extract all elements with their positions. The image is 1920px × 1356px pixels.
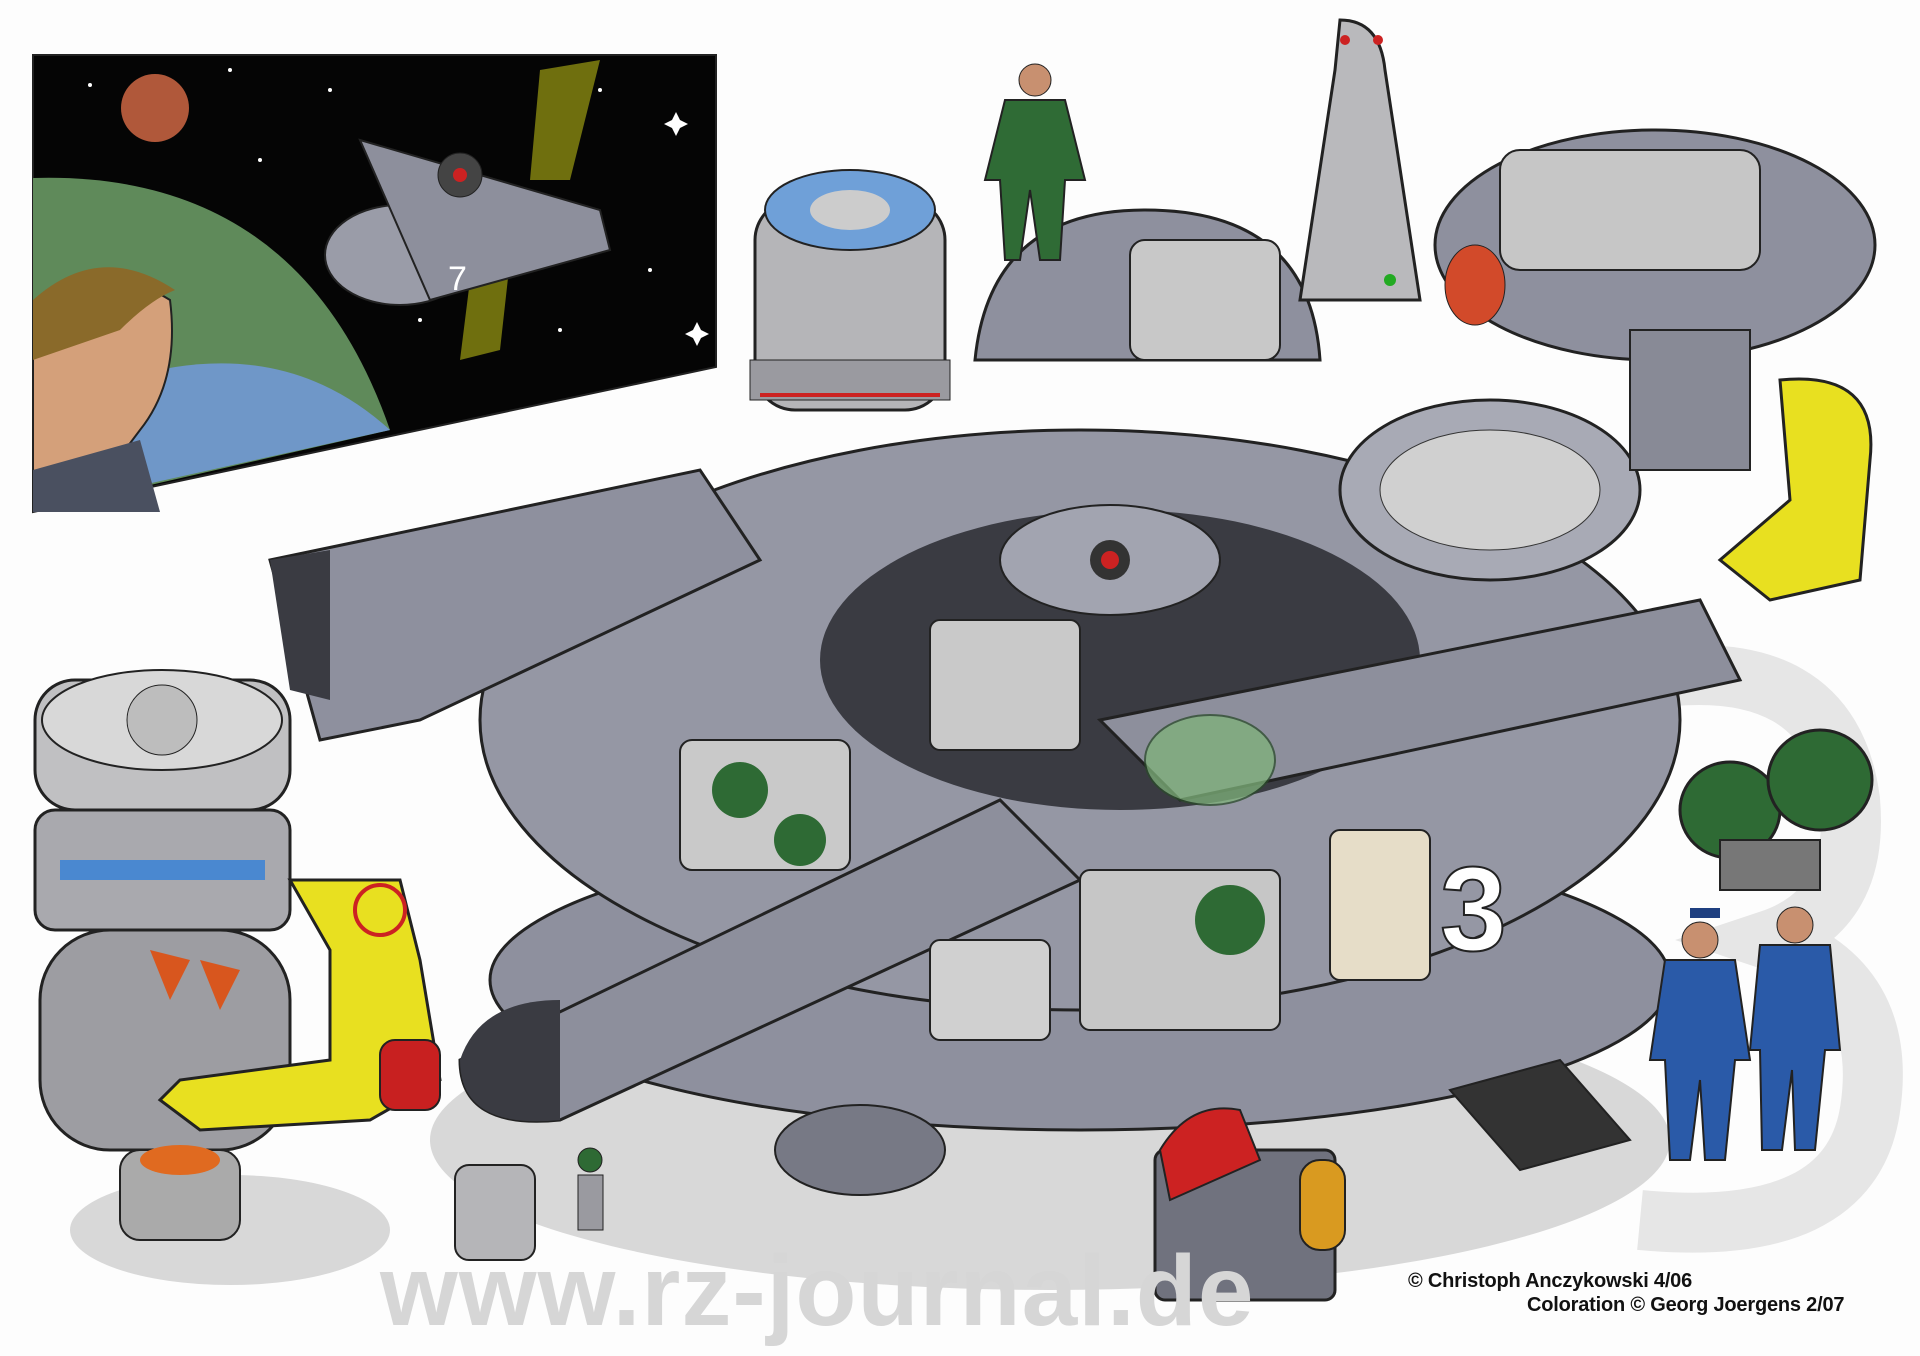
cutaway-compartment xyxy=(679,739,851,871)
small-robot xyxy=(454,1147,604,1261)
main-spaceship: 3 xyxy=(268,398,1743,1196)
landing-pad xyxy=(774,1104,946,1196)
watermark: www.rz-journal.de xyxy=(380,1235,1255,1347)
crew-member-blue xyxy=(1748,906,1842,1151)
space-scene-panel: 7 xyxy=(32,54,717,514)
star-sparkle xyxy=(685,322,709,346)
watermark-number-shape xyxy=(1635,645,1903,1253)
red-striped-unit xyxy=(1153,1107,1346,1302)
mars-planet xyxy=(121,74,189,142)
glass-canopy xyxy=(1144,714,1276,806)
small-spaceship: 7 xyxy=(324,138,612,306)
earth-planet xyxy=(120,363,390,490)
cutaway-compartment xyxy=(1329,829,1431,981)
rocket-tower xyxy=(1298,18,1422,302)
crew-member-blue xyxy=(1648,908,1752,1161)
yellow-robot-arm xyxy=(157,878,442,1132)
ship-hull-number: 3 xyxy=(1440,842,1507,976)
star-sparkle xyxy=(664,112,688,136)
cutaway-compartment xyxy=(929,619,1081,751)
engine-cylinder-top xyxy=(749,169,951,412)
small-ship-number: 7 xyxy=(448,260,467,298)
pilot-head xyxy=(32,267,175,512)
cylinder-stack xyxy=(33,669,292,1241)
artist-credit: © Christoph Anczykowski 4/06 xyxy=(1408,1270,1693,1292)
cutaway-compartment xyxy=(929,939,1051,1041)
right-pod-module xyxy=(1433,128,1877,471)
colorist-credit: Coloration © Georg Joergens 2/07 xyxy=(1527,1294,1845,1316)
left-engine-pod xyxy=(268,468,763,742)
yellow-nebula xyxy=(460,60,600,360)
dome-module xyxy=(973,208,1322,362)
crew-member-green xyxy=(983,63,1087,261)
yellow-arm-right xyxy=(1717,377,1873,602)
boarding-ramp xyxy=(1448,1058,1632,1172)
green-tanks xyxy=(1678,728,1874,891)
